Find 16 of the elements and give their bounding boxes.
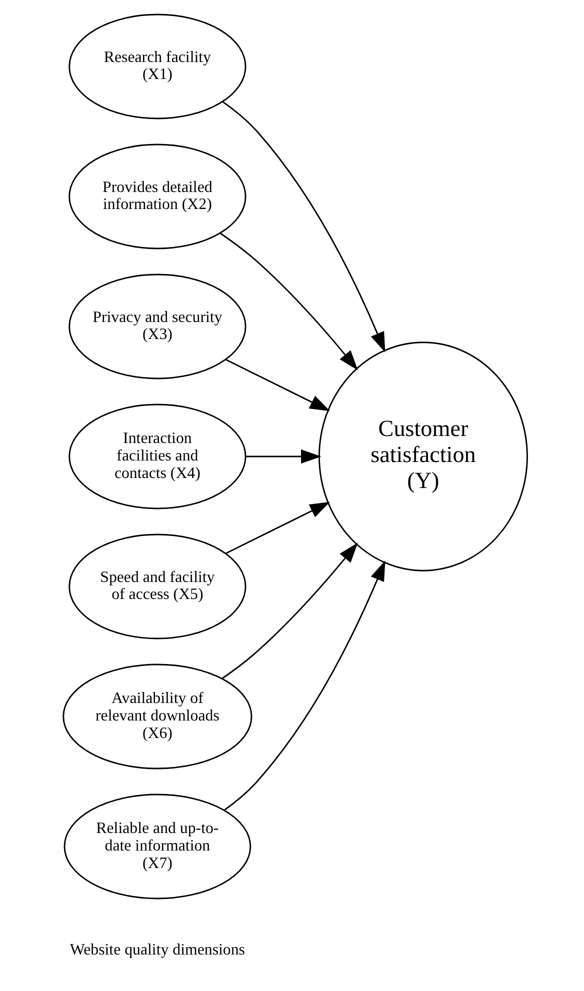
arrow [224,560,385,811]
node-ellipse: Privacy and security (X3) [68,274,246,380]
arrow [219,232,358,370]
label: Website quality dimensions [69,942,244,959]
arrow [225,502,330,554]
arrow [245,449,321,464]
node-ellipse: Availability of relevant downloads (X6) [62,664,252,770]
arrow [222,101,385,352]
node-circle: Customer satisfaction (Y) [318,342,528,572]
node-ellipse: Research facility (X1) [68,14,246,120]
arrow [225,358,330,412]
node-ellipse: Speed and facility of access (X5) [68,534,246,640]
arrow [221,542,358,680]
node-ellipse: Interaction facilities and contacts (X4) [68,404,246,510]
node-ellipse: Reliable and up-to-date information (X7) [63,794,251,900]
node-ellipse: Provides detailed information (X2) [68,144,246,250]
